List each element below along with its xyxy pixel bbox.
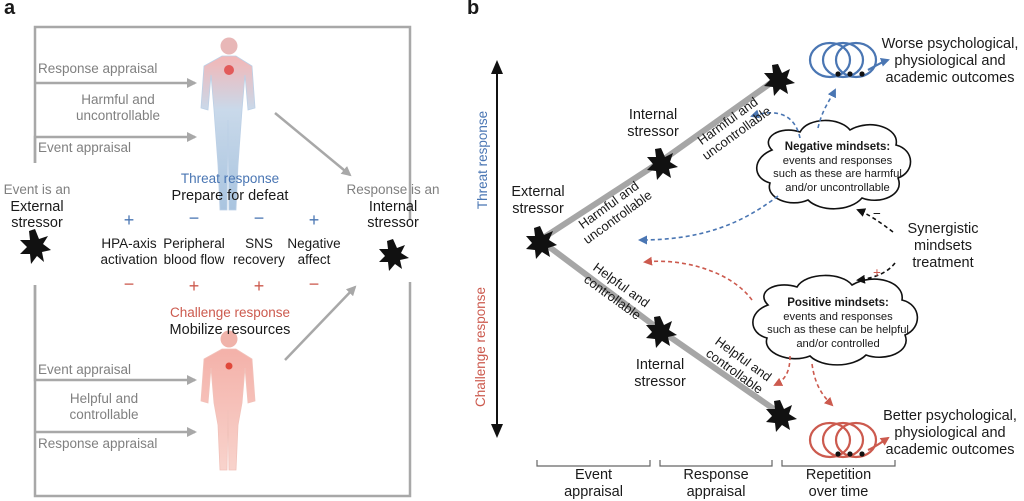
axis-repetition-line2: over time — [808, 484, 869, 500]
harmful-label-line2: uncontrollable — [75, 108, 161, 123]
event-appraisal-bottom: Event appraisal — [38, 362, 132, 377]
better-outcomes-line2: physiological and — [894, 425, 1006, 441]
negative-mindset-arrows — [638, 88, 836, 245]
internal-stressor-star-bottom — [646, 316, 677, 348]
hpa-challenge-sign: − — [123, 274, 135, 294]
event-appraisal-top: Event appraisal — [38, 140, 132, 155]
positive-mindsets-cloud — [752, 274, 919, 366]
synergistic-line2: mindsets — [913, 238, 973, 254]
worse-outcome-star — [764, 64, 795, 96]
response-is-an: Response is an — [346, 182, 440, 197]
internal-bottom-line1: Internal — [635, 357, 685, 373]
response-appraisal-bottom: Response appraisal — [38, 436, 158, 451]
worse-outcomes-line3: academic outcomes — [885, 70, 1015, 86]
internal-stressor-star-top — [647, 148, 678, 180]
external-stressor-line2: stressor — [512, 201, 564, 217]
sns-line2: recovery — [233, 252, 285, 267]
internal-bottom-line2: stressor — [634, 374, 686, 390]
challenge-body-figure — [200, 330, 256, 471]
panel-a-frame — [33, 25, 412, 498]
positive-mindsets-line1: events and responses — [783, 310, 893, 323]
internal-top-line1: Internal — [628, 107, 678, 123]
internal-top-line2: stressor — [627, 124, 679, 140]
positive-mindsets-text: Positive mindsets: events and responses … — [763, 297, 913, 351]
response-appraisal-top: Response appraisal — [38, 61, 158, 76]
axis-response-line2: appraisal — [686, 484, 746, 500]
axis-event-line1: Event — [574, 467, 613, 483]
positive-mindsets-line2: such as these can be helpful — [767, 324, 909, 336]
axis-event-line2: appraisal — [564, 484, 623, 500]
external-stressor-line1: External — [511, 184, 565, 200]
negative-mindsets-line2: such as these are harmful — [773, 168, 902, 180]
sns-challenge-sign: + — [253, 276, 265, 296]
challenge-axis-label: Challenge response — [473, 286, 488, 408]
threat-axis-label: Threat response — [475, 110, 490, 210]
worse-outcomes-line2: physiological and — [894, 53, 1006, 69]
internal-stressor-star-a — [379, 239, 409, 271]
treatment-arrows — [856, 208, 896, 284]
sns-threat-sign: − — [253, 208, 265, 228]
better-outcomes-line1: Better psychological, — [883, 408, 1017, 424]
challenge-response-label: Challenge response — [169, 305, 291, 320]
affect-line1: Negative — [287, 236, 341, 251]
positive-mindset-arrows — [643, 256, 834, 407]
blood-flow-threat-sign: − — [188, 208, 200, 228]
affect-line2: affect — [297, 252, 331, 267]
negative-mindsets-cloud — [755, 119, 912, 210]
synergistic-line1: Synergistic — [907, 221, 979, 237]
hpa-threat-sign: + — [123, 210, 135, 230]
blood-flow-line2: blood flow — [163, 252, 225, 267]
hpa-line1: HPA-axis — [101, 236, 157, 251]
treatment-plus-sign: + — [873, 265, 881, 280]
better-outcome-star — [766, 400, 797, 432]
harmful-label-line1: Harmful and — [81, 92, 155, 107]
external-stressor-star-b — [526, 226, 557, 259]
worse-outcome-spiral — [808, 41, 890, 79]
stressor-paths — [537, 77, 781, 415]
negative-mindsets-line1: events and responses — [782, 154, 893, 167]
positive-mindsets-title: Positive mindsets: — [787, 297, 889, 309]
threat-body-figure — [200, 37, 256, 211]
blood-flow-line1: Peripheral — [163, 236, 225, 251]
helpful-label-line1: Helpful and — [69, 391, 139, 406]
better-outcomes-line3: academic outcomes — [885, 442, 1015, 458]
better-outcome-spiral — [808, 421, 890, 459]
hpa-line2: activation — [100, 252, 158, 267]
treatment-minus-sign: − — [873, 206, 881, 221]
sns-line1: SNS — [245, 236, 273, 251]
axis-response-line1: Response — [683, 467, 749, 483]
blood-flow-challenge-sign: + — [188, 276, 200, 296]
worse-outcomes-line1: Worse psychological, — [881, 36, 1019, 52]
synergistic-line3: treatment — [912, 255, 974, 271]
affect-challenge-sign: − — [308, 274, 320, 294]
panel-a-appraisal-arrows — [33, 78, 357, 437]
external-label: External — [10, 199, 64, 215]
negative-mindsets-text: Negative mindsets: events and responses … — [770, 141, 905, 195]
stressor-label: stressor — [11, 215, 63, 231]
helpful-label-line2: controllable — [69, 407, 139, 422]
negative-mindsets-title: Negative mindsets: — [784, 141, 891, 153]
prepare-for-defeat-label: Prepare for defeat — [171, 188, 289, 204]
positive-mindsets-line3: and/or controlled — [796, 337, 880, 350]
internal-stressor-label: stressor — [367, 215, 419, 231]
mobilize-resources-label: Mobilize resources — [169, 322, 291, 338]
internal-label: Internal — [368, 199, 418, 215]
external-stressor-star-a — [20, 229, 51, 264]
event-is-an: Event is an — [3, 182, 71, 197]
affect-threat-sign: + — [308, 210, 320, 230]
bottom-axis-brackets — [536, 460, 896, 467]
negative-mindsets-line3: and/or uncontrollable — [785, 181, 890, 194]
threat-response-label: Threat response — [180, 171, 280, 186]
panel-b-label: b — [467, 0, 480, 19]
panel-a-label: a — [4, 0, 16, 19]
axis-repetition-line1: Repetition — [805, 467, 872, 483]
